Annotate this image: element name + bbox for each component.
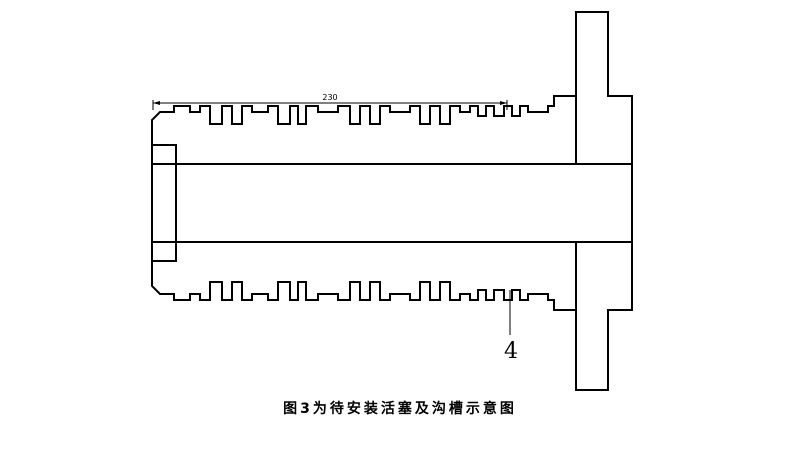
- lower-grooved-wall: [151, 241, 577, 311]
- callout-4: 4: [504, 290, 518, 364]
- callout-label: 4: [504, 339, 518, 364]
- figure-caption: 图3为待安装活塞及沟槽示意图: [283, 401, 517, 417]
- bore: [175, 163, 633, 243]
- dimension-label: 230: [322, 93, 337, 102]
- dimension-230: 230: [152, 93, 508, 110]
- end-cap: [151, 144, 177, 262]
- flange-upper: [575, 11, 633, 165]
- upper-grooved-wall: [151, 95, 577, 165]
- flange-lower: [575, 241, 633, 391]
